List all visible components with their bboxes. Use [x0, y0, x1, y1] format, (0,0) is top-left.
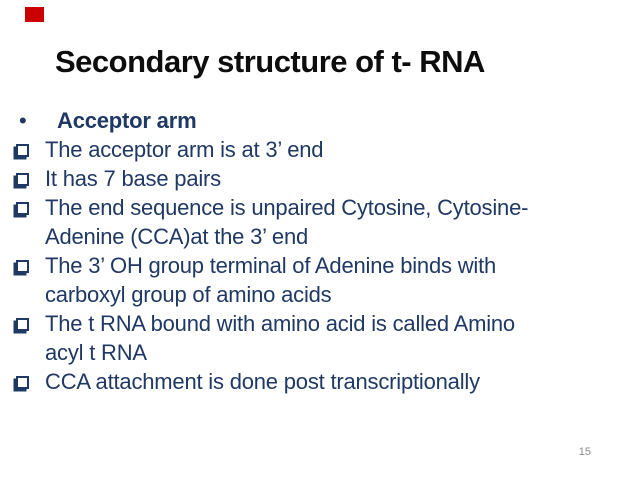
checkbox-bullet-icon — [14, 367, 45, 396]
bullet-text: Acceptor arm — [57, 108, 197, 133]
dot-bullet-icon — [14, 106, 57, 135]
bullet-text: The end sequence is unpaired Cytosine, C… — [45, 195, 529, 249]
bullet-item-1: Acceptor arm — [14, 106, 610, 135]
bullet-text: The 3’ OH group terminal of Adenine bind… — [45, 253, 497, 307]
bullet-text: The acceptor arm is at 3’ end — [45, 137, 324, 162]
checkbox-bullet-icon — [14, 164, 45, 193]
checkbox-bullet-icon — [14, 193, 45, 222]
checkbox-bullet-icon — [14, 135, 45, 164]
slide-title: Secondary structure of t- RNA — [55, 44, 485, 79]
bullet-item-3: It has 7 base pairs — [14, 164, 610, 193]
bullet-item-2: The acceptor arm is at 3’ end — [14, 135, 610, 164]
bullet-text: CCA attachment is done post transcriptio… — [45, 369, 480, 394]
red-marker-rectangle — [25, 7, 44, 22]
bullet-text: It has 7 base pairs — [45, 166, 221, 191]
bullet-item-7: CCA attachment is done post transcriptio… — [14, 367, 610, 396]
bullet-text: The t RNA bound with amino acid is calle… — [45, 311, 515, 365]
bullet-item-5: The 3’ OH group terminal of Adenine bind… — [14, 251, 610, 309]
checkbox-bullet-icon — [14, 309, 45, 338]
checkbox-bullet-icon — [14, 251, 45, 280]
bullet-item-4: The end sequence is unpaired Cytosine, C… — [14, 193, 610, 251]
bullet-item-6: The t RNA bound with amino acid is calle… — [14, 309, 610, 367]
page-number: 15 — [578, 446, 591, 458]
